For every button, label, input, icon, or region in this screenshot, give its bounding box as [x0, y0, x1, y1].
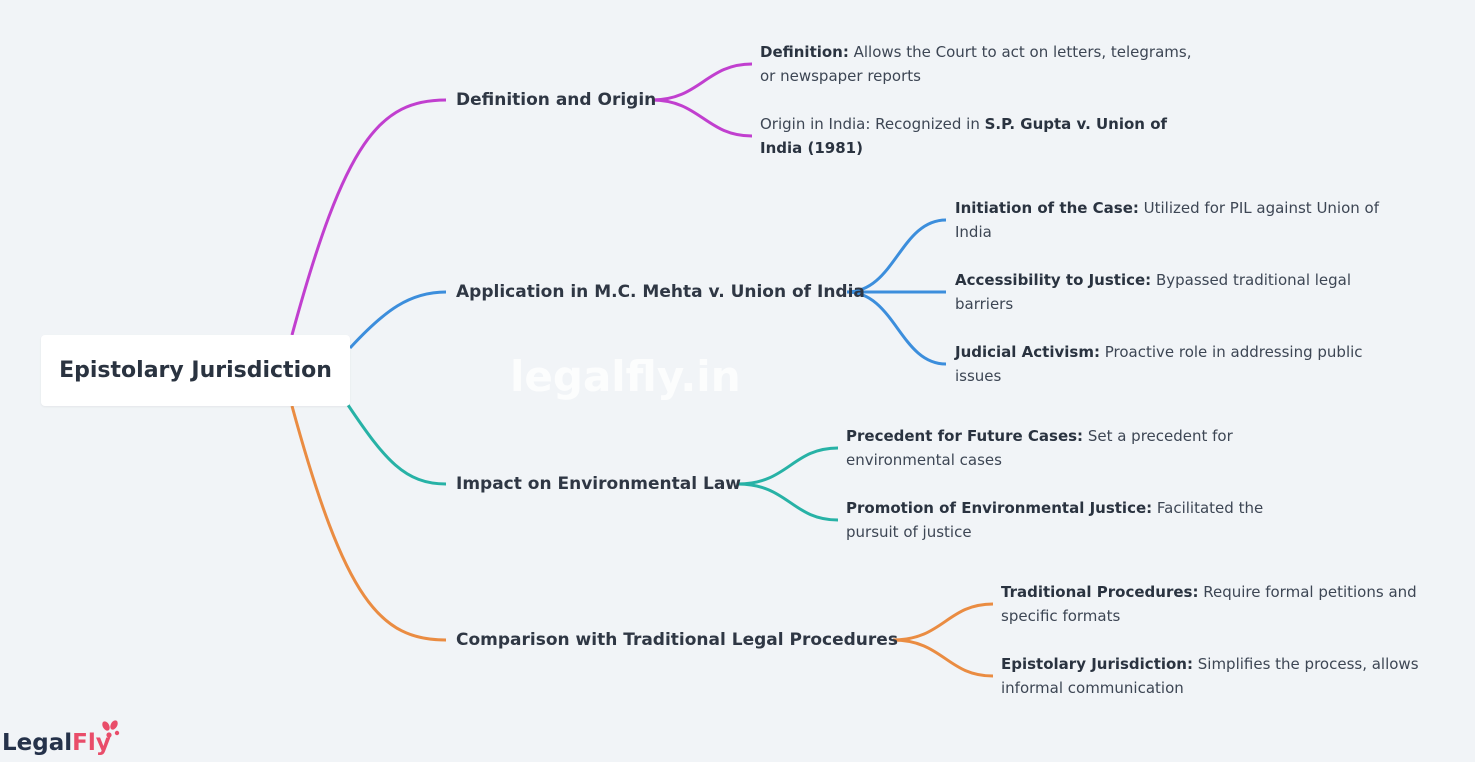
leaf-text: Bypassed traditional legal barriers: [955, 271, 1352, 313]
leaf-epistolary[interactable]: Epistolary Jurisdiction: Simplifies the …: [1001, 652, 1451, 700]
leaf-text: Require formal petitions and specific fo…: [1001, 583, 1417, 625]
leaf-key: Traditional Procedures:: [1001, 583, 1199, 601]
leaf-key: Epistolary Jurisdiction:: [1001, 655, 1193, 673]
edge-impact-1: [737, 446, 839, 486]
leaf-traditional[interactable]: Traditional Procedures: Require formal p…: [1001, 580, 1446, 628]
edge-root-impact: [346, 404, 447, 486]
leaf-text: Origin in India: Recognized in: [760, 115, 985, 133]
leaf-accessibility[interactable]: Accessibility to Justice: Bypassed tradi…: [955, 268, 1375, 316]
butterfly-icon: [102, 720, 120, 738]
leaf-text: Proactive role in addressing public issu…: [955, 343, 1363, 385]
leaf-text: Utilized for PIL against Union of India: [955, 199, 1380, 241]
leaf-key: S.P. Gupta v. Union of India (1981): [760, 115, 1168, 157]
leaf-text: Set a precedent for environmental cases: [846, 427, 1233, 469]
edge-application-1: [846, 218, 947, 294]
edge-root-application: [348, 290, 447, 350]
branch-application[interactable]: Application in M.C. Mehta v. Union of In…: [456, 282, 865, 302]
leaf-text: Facilitated the pursuit of justice: [846, 499, 1264, 541]
leaf-precedent[interactable]: Precedent for Future Cases: Set a preced…: [846, 424, 1246, 472]
edge-definition-1: [651, 62, 753, 102]
leaf-initiation[interactable]: Initiation of the Case: Utilized for PIL…: [955, 196, 1380, 244]
leaf-promotion[interactable]: Promotion of Environmental Justice: Faci…: [846, 496, 1266, 544]
branch-impact[interactable]: Impact on Environmental Law: [456, 474, 741, 494]
edge-impact-2: [737, 482, 839, 522]
logo-text-part1: Legal: [2, 730, 73, 756]
edge-comparison-1: [892, 602, 994, 642]
edge-comparison-2: [892, 638, 994, 678]
edge-definition-2: [651, 98, 753, 138]
leaf-definition[interactable]: Definition: Allows the Court to act on l…: [760, 40, 1200, 88]
edge-root-definition: [290, 98, 447, 336]
edge-root-comparison: [290, 405, 447, 642]
leaf-key: Accessibility to Justice:: [955, 271, 1152, 289]
edge-application-3: [846, 290, 947, 366]
leaf-key: Judicial Activism:: [955, 343, 1100, 361]
logo-text: LegalFly: [2, 730, 111, 756]
branch-definition-origin[interactable]: Definition and Origin: [456, 90, 657, 110]
watermark: legalfly.in: [510, 352, 741, 401]
root-node[interactable]: Epistolary Jurisdiction: [41, 335, 350, 406]
leaf-origin[interactable]: Origin in India: Recognized in S.P. Gupt…: [760, 112, 1205, 160]
leaf-key: Initiation of the Case:: [955, 199, 1139, 217]
leaf-text: Allows the Court to act on letters, tele…: [760, 43, 1192, 85]
root-label: Epistolary Jurisdiction: [59, 358, 332, 383]
leaf-activism[interactable]: Judicial Activism: Proactive role in add…: [955, 340, 1370, 388]
leaf-key: Definition:: [760, 43, 849, 61]
logo-text-part2: Fly: [72, 730, 111, 756]
leaf-text: Simplifies the process, allows informal …: [1001, 655, 1419, 697]
branch-comparison[interactable]: Comparison with Traditional Legal Proced…: [456, 630, 898, 650]
leaf-key: Promotion of Environmental Justice:: [846, 499, 1153, 517]
leaf-key: Precedent for Future Cases:: [846, 427, 1084, 445]
